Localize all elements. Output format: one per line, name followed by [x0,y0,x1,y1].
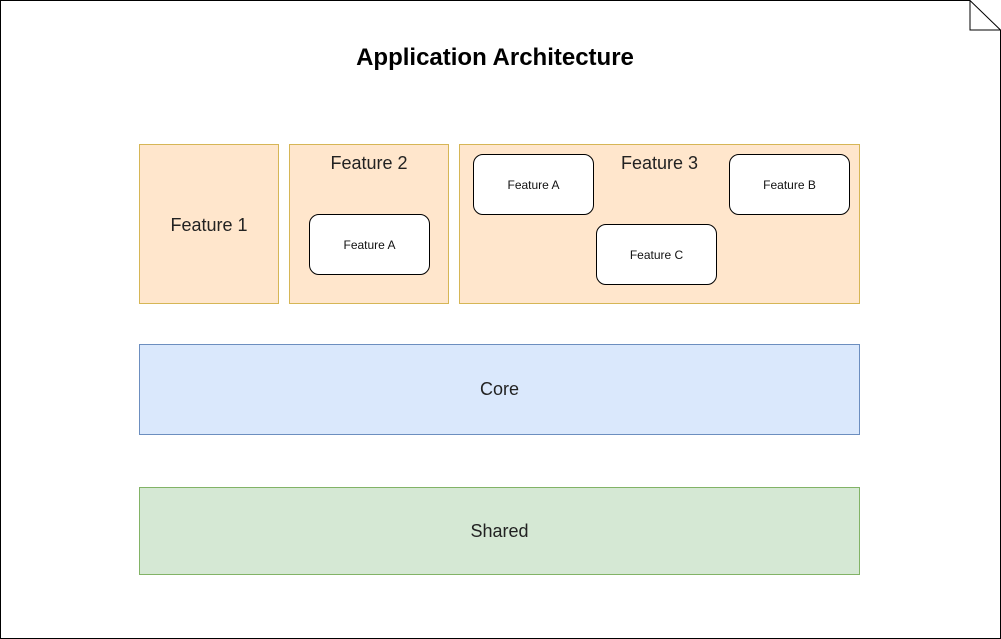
feature-3-sub-feature-a[interactable]: Feature A [473,154,594,215]
core-layer[interactable]: Core [139,344,860,435]
feature-3-label: Feature 3 [620,153,699,173]
feature-1-label: Feature 1 [170,215,248,235]
feature-3-sub-feature-b[interactable]: Feature B [729,154,850,215]
diagram-title: Application Architecture [356,44,634,71]
feature-2-box[interactable]: Feature 2 Feature A [289,144,449,304]
feature-2-label: Feature 2 [330,153,408,173]
feature-2-sub-feature-a[interactable]: Feature A [309,214,430,275]
note-fold [969,0,1001,31]
shared-label: Shared [470,520,529,541]
core-label: Core [479,379,519,399]
shared-layer[interactable]: Shared [139,487,860,575]
feature-1-box[interactable]: Feature 1 [139,144,279,304]
feature-3-box[interactable]: Feature 3 Feature A Feature B Feature C [459,144,860,304]
feature-3-sub-feature-c[interactable]: Feature C [596,224,717,285]
